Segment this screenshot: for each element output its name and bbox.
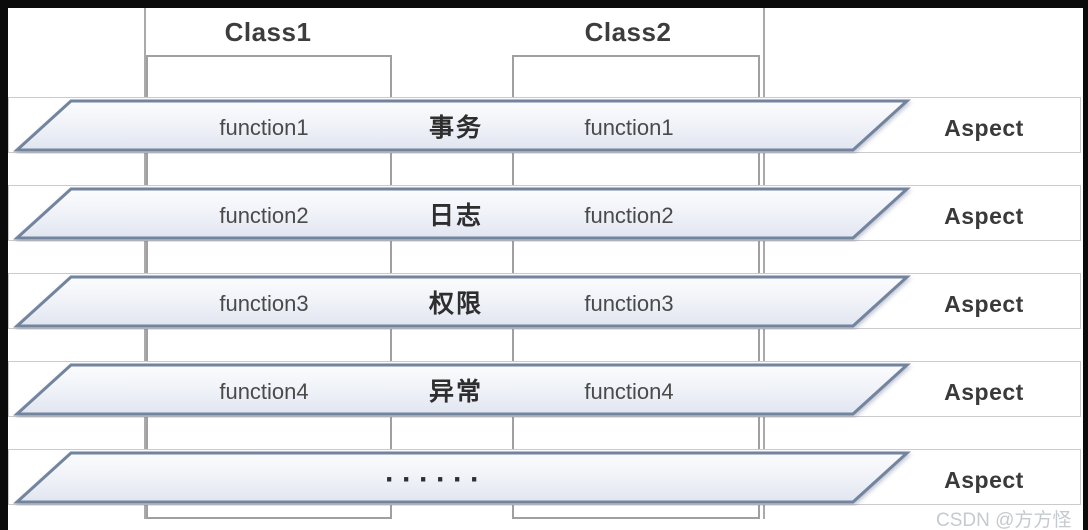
ellipsis-cell: ······ bbox=[385, 463, 487, 496]
aspect-row: ······ Aspect bbox=[8, 449, 1081, 505]
function-cell-left: function4 bbox=[219, 379, 309, 404]
function-cell-right: function1 bbox=[584, 115, 674, 140]
function-cell-right: function3 bbox=[584, 291, 674, 316]
aspect-name-cn: 事务 bbox=[428, 114, 483, 142]
aspect-label: Aspect bbox=[944, 115, 1024, 141]
diagram-paper: Class1 Class2 function1 事务 function1 Asp… bbox=[8, 8, 1083, 530]
function-cell-left: function1 bbox=[219, 115, 309, 140]
column-line-right bbox=[763, 8, 765, 519]
ellipsis-cell bbox=[306, 362, 566, 418]
aspect-parallelogram bbox=[13, 363, 911, 416]
function-cell-right: function4 bbox=[584, 379, 674, 404]
aspect-row: function3 权限 function3 Aspect bbox=[8, 273, 1081, 329]
aspect-label: Aspect bbox=[944, 203, 1024, 229]
ellipsis-cell bbox=[306, 274, 566, 330]
aspect-parallelogram bbox=[13, 187, 911, 240]
aspect-name-cn: 权限 bbox=[428, 290, 483, 318]
rows-layer: function1 事务 function1 Aspect function2 … bbox=[8, 8, 1083, 530]
aspect-label: Aspect bbox=[944, 379, 1024, 405]
aspect-parallelogram bbox=[13, 451, 911, 504]
class2-header: Class2 bbox=[584, 17, 672, 47]
function-cell-right: function2 bbox=[584, 203, 674, 228]
function-cell-left: function2 bbox=[219, 203, 309, 228]
aspect-row: function2 日志 function2 Aspect bbox=[8, 185, 1081, 241]
aspect-parallelogram bbox=[13, 99, 911, 152]
aspect-label: Aspect bbox=[944, 467, 1024, 493]
ellipsis-cell bbox=[306, 186, 566, 242]
aspect-name-cn: 异常 bbox=[428, 378, 483, 406]
aspect-row: function1 事务 function1 Aspect bbox=[8, 97, 1081, 153]
class1-header: Class1 bbox=[224, 17, 312, 47]
ellipsis-cell bbox=[306, 98, 566, 154]
watermark: CSDN @方方怪 bbox=[936, 510, 1072, 530]
aspect-label: Aspect bbox=[944, 291, 1024, 317]
function-cell-left: function3 bbox=[219, 291, 309, 316]
aspect-parallelogram bbox=[13, 275, 911, 328]
aspect-name-cn: 日志 bbox=[428, 202, 483, 230]
aspect-row: function4 异常 function4 Aspect bbox=[8, 361, 1081, 417]
column-line-left bbox=[144, 8, 146, 519]
